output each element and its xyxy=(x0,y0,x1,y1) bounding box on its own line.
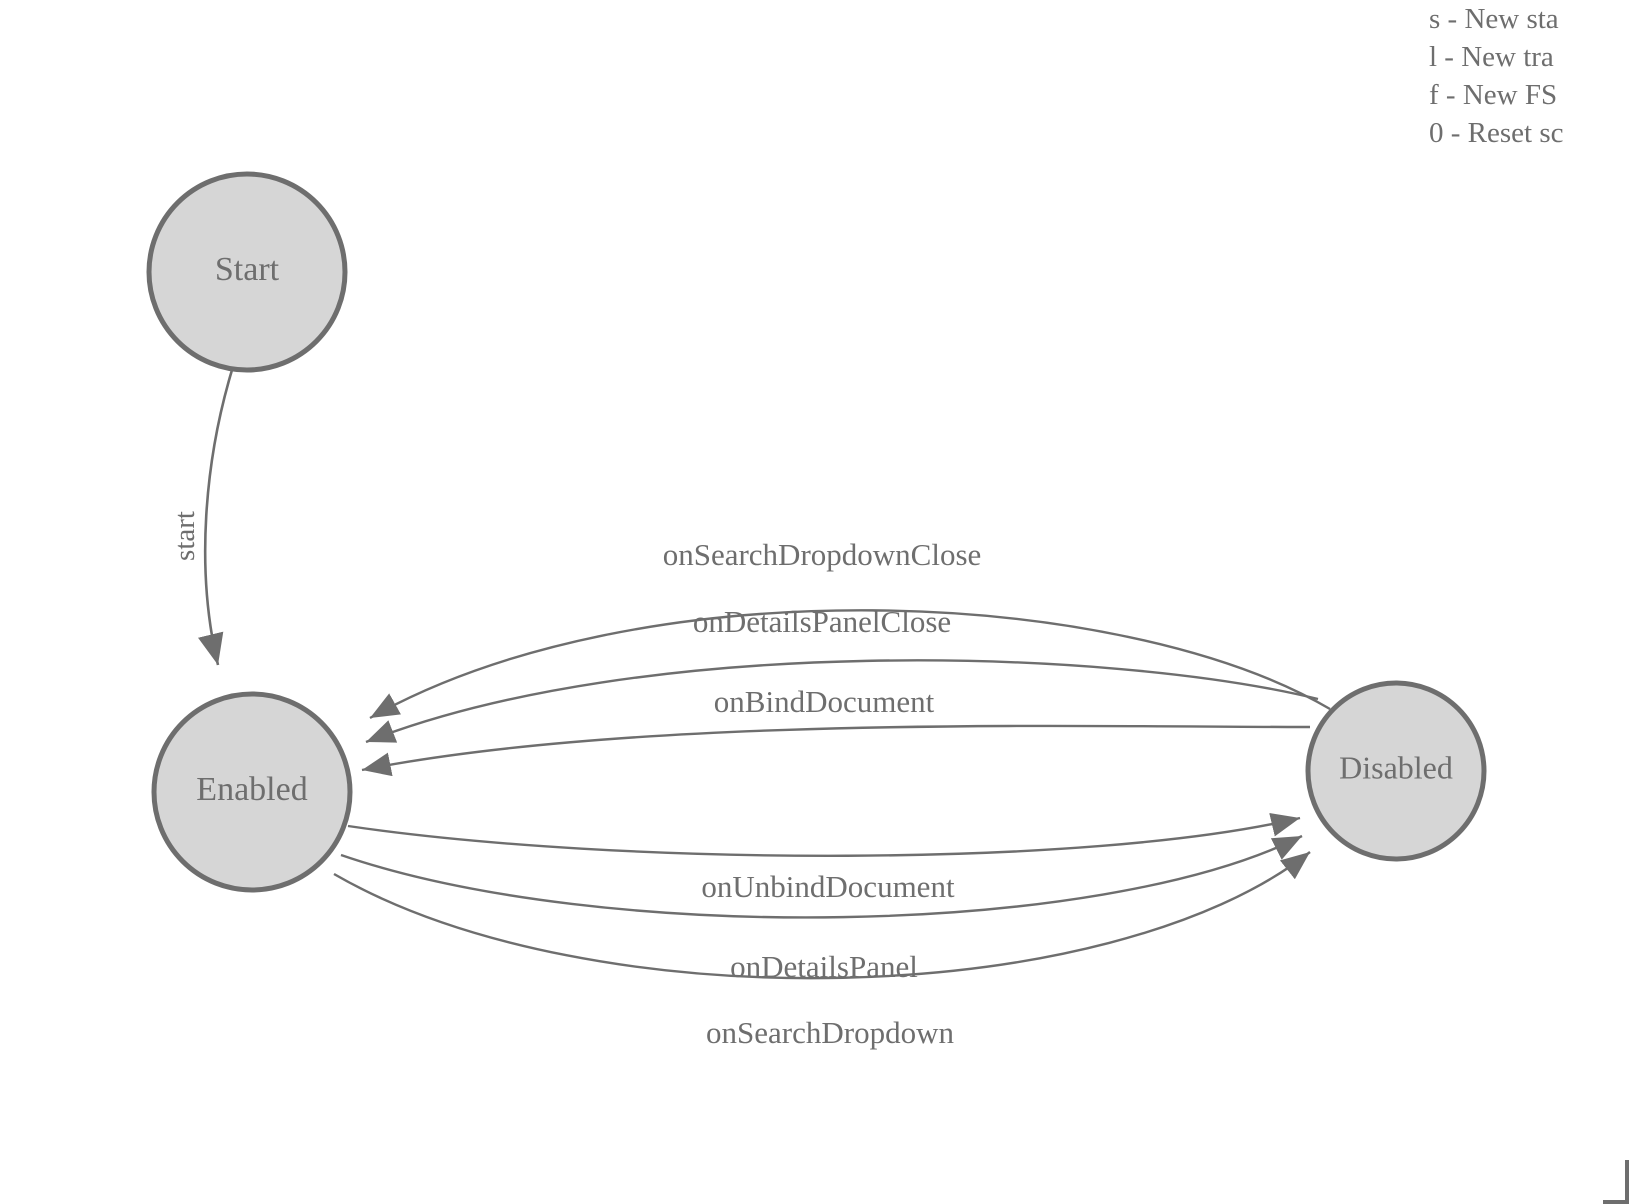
corner-horizontal-edge xyxy=(1603,1200,1629,1204)
edge-label-start: start xyxy=(169,511,201,561)
edge-label-bind-document: onBindDocument xyxy=(714,684,935,719)
edge-label-group: start onSearchDropdownClose onDetailsPan… xyxy=(169,511,981,1050)
edge-path-search-dropdown-close[interactable] xyxy=(369,609,1331,720)
edge-path-bind-document[interactable] xyxy=(361,724,1311,777)
node-enabled-label: Enabled xyxy=(196,771,307,808)
node-start[interactable]: Start xyxy=(146,171,348,373)
node-enabled[interactable]: Enabled xyxy=(151,691,353,893)
node-disabled-label: Disabled xyxy=(1339,749,1453,785)
edge-path-start[interactable] xyxy=(198,369,234,666)
edge-label-details-panel-close: onDetailsPanelClose xyxy=(693,604,951,639)
edge-path-details-panel-close[interactable] xyxy=(365,659,1319,744)
legend-line-reset: 0 - Reset sc xyxy=(1429,117,1564,149)
edge-disabled-to-enabled-details-panel-close[interactable] xyxy=(365,659,1319,744)
edge-label-search-dropdown: onSearchDropdown xyxy=(706,1015,954,1050)
node-group: Start Enabled Disabled xyxy=(146,171,1487,893)
edge-label-details-panel: onDetailsPanel xyxy=(730,949,918,984)
edge-label-unbind-document: onUnbindDocument xyxy=(701,869,955,904)
legend-line-new-transition: l - New tra xyxy=(1429,41,1554,73)
edge-path-unbind-document[interactable] xyxy=(347,812,1301,857)
edge-start-to-enabled[interactable] xyxy=(198,369,234,666)
keyboard-shortcut-legend: s - New sta l - New tra f - New FS 0 - R… xyxy=(1429,0,1632,152)
legend-line-new-state: s - New sta xyxy=(1429,3,1559,35)
edge-path-details-panel[interactable] xyxy=(340,834,1303,919)
edge-enabled-to-disabled-unbind-document[interactable] xyxy=(347,812,1301,857)
node-disabled[interactable]: Disabled xyxy=(1305,680,1487,862)
node-enabled-circle[interactable] xyxy=(151,691,353,893)
edge-disabled-to-enabled-search-dropdown-close[interactable] xyxy=(369,609,1331,720)
edge-enabled-to-disabled-search-dropdown[interactable] xyxy=(333,851,1311,980)
node-start-circle[interactable] xyxy=(146,171,348,373)
edge-label-search-dropdown-close: onSearchDropdownClose xyxy=(663,537,982,572)
legend-line-new-fsm: f - New FS xyxy=(1429,79,1558,111)
corner-vertical-edge xyxy=(1625,1160,1629,1204)
edge-enabled-to-disabled-details-panel[interactable] xyxy=(340,834,1303,919)
resize-corner-handle[interactable] xyxy=(1603,1160,1632,1204)
node-start-label: Start xyxy=(215,251,280,288)
edge-disabled-to-enabled-bind-document[interactable] xyxy=(361,724,1311,777)
node-disabled-circle[interactable] xyxy=(1305,680,1487,862)
edge-path-search-dropdown[interactable] xyxy=(333,851,1311,980)
edge-group xyxy=(198,369,1331,980)
